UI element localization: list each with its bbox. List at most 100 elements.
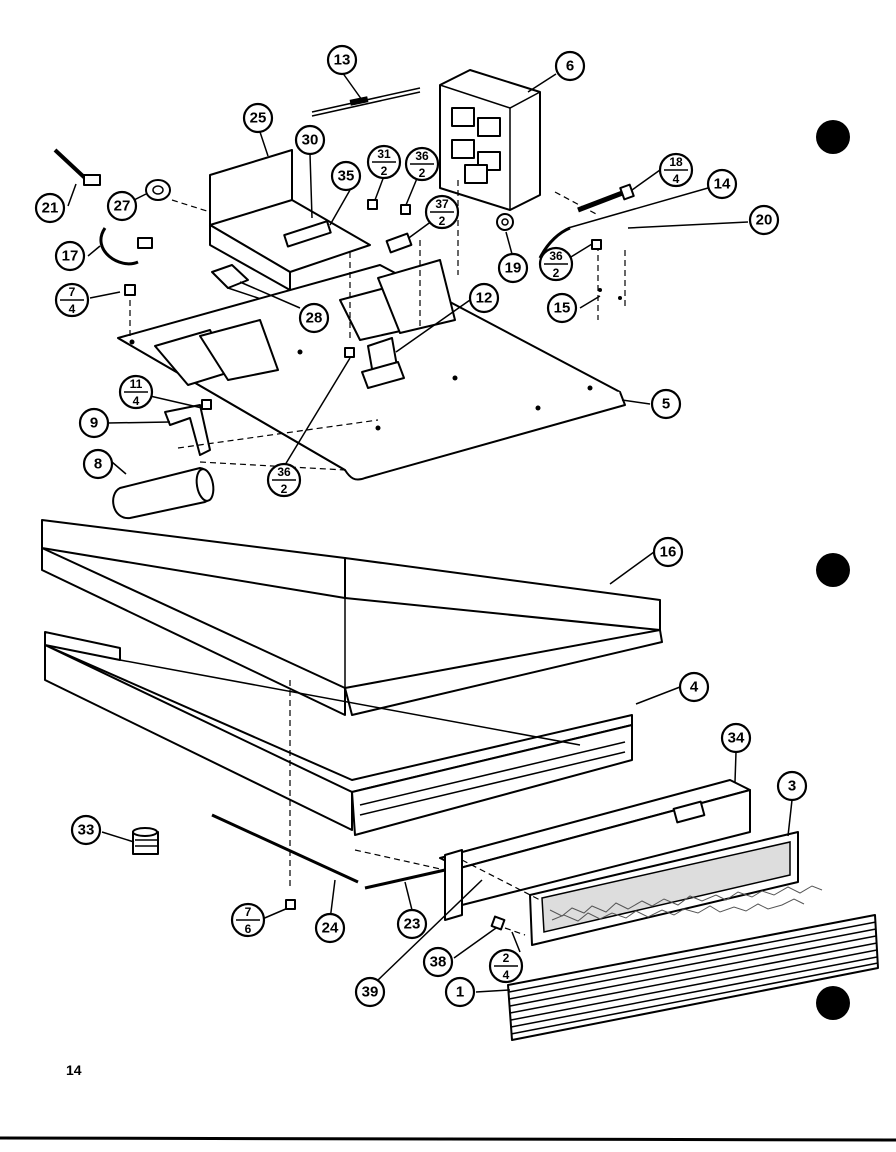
part-13-wire [311,87,421,117]
callout-24: 24 [314,912,346,944]
callout-38: 38 [422,946,454,978]
callout-33: 33 [70,814,102,846]
callout-2-4: 24 [488,948,524,984]
svg-text:36: 36 [277,465,291,479]
callout-18-4: 184 [658,152,694,188]
leader-lines [67,71,793,993]
svg-text:4: 4 [503,968,510,982]
svg-text:2: 2 [439,214,446,228]
svg-text:13: 13 [334,52,351,69]
callout-39: 39 [354,976,386,1008]
callout-36-2-b: 362 [538,246,574,282]
callout-16: 16 [652,536,684,568]
part-34-front-rail [439,779,751,921]
part-4-lower-tray [44,631,633,836]
callout-13: 13 [326,44,358,76]
svg-text:2: 2 [419,166,426,180]
svg-text:4: 4 [133,394,140,408]
alignment-lines [129,180,599,936]
part-17-harness [99,227,153,266]
callout-34: 34 [720,722,752,754]
svg-text:7: 7 [69,285,76,299]
svg-text:4: 4 [690,679,699,696]
part-5-base-plate [117,259,626,481]
svg-text:23: 23 [404,916,421,933]
svg-text:36: 36 [415,149,429,163]
callout-11-4: 114 [118,374,154,410]
callout-27: 27 [106,190,138,222]
callout-19: 19 [497,252,529,284]
svg-text:2: 2 [381,164,388,178]
svg-text:2: 2 [553,266,560,280]
part-38-fastener [490,915,506,931]
svg-text:25: 25 [250,110,267,127]
callout-9: 9 [78,407,110,439]
svg-text:2: 2 [503,951,510,965]
part-3-filter-frame [529,831,823,946]
callout-7-6: 76 [230,902,266,938]
callout-6: 6 [554,50,586,82]
callout-8: 8 [82,448,114,480]
svg-text:8: 8 [94,456,102,473]
svg-text:7: 7 [245,905,252,919]
svg-text:14: 14 [714,176,731,193]
part-8-capacitor [112,467,215,520]
callout-31-2: 312 [366,144,402,180]
screws [124,199,602,910]
callout-36-2-c: 362 [266,462,302,498]
svg-text:38: 38 [430,954,447,971]
part-24-rod [211,813,359,884]
part-25-bracket [209,149,371,291]
punch-hole-bottom [816,986,850,1020]
callout-37-2: 372 [424,194,460,230]
part-6-relay-block [439,69,541,211]
part-23-strip [364,868,446,890]
part-27-knob [145,179,171,201]
svg-text:36: 36 [549,249,563,263]
svg-text:21: 21 [42,200,59,217]
callout-20: 20 [748,204,780,236]
svg-text:9: 9 [90,415,98,432]
svg-text:2: 2 [281,482,288,496]
callout-23: 23 [396,908,428,940]
svg-text:27: 27 [114,198,131,215]
svg-text:39: 39 [362,984,379,1001]
part-12-bracket [361,337,405,389]
svg-text:5: 5 [662,396,670,413]
callout-1: 1 [444,976,476,1008]
svg-text:28: 28 [306,310,323,327]
svg-text:19: 19 [505,260,522,277]
punch-hole-middle [816,553,850,587]
callout-14: 14 [706,168,738,200]
svg-text:33: 33 [78,822,95,839]
callout-21: 21 [34,192,66,224]
callout-15: 15 [546,292,578,324]
svg-text:4: 4 [69,302,76,316]
svg-text:15: 15 [554,300,571,317]
svg-text:30: 30 [302,132,319,149]
part-21-lever [53,148,101,186]
callout-3: 3 [776,770,808,802]
callout-7-4: 74 [54,282,90,318]
svg-text:18: 18 [669,155,683,169]
svg-text:11: 11 [130,377,143,391]
scan-edge [0,1136,896,1142]
callout-36-2-a: 362 [404,146,440,182]
part-16-upper-frame [41,519,663,716]
callout-12: 12 [468,282,500,314]
callout-5: 5 [650,388,682,420]
part-9-strap [164,404,211,456]
svg-text:6: 6 [566,58,574,75]
part-15-mount [597,245,626,320]
punch-hole-top [816,120,850,154]
part-1-louvered-grille [507,914,879,1041]
svg-text:3: 3 [788,778,796,795]
part-33-plug [132,827,159,855]
svg-text:37: 37 [435,197,449,211]
part-19-washer [496,213,514,231]
svg-text:16: 16 [660,544,677,561]
svg-text:4: 4 [673,172,680,186]
svg-text:35: 35 [338,168,355,185]
svg-text:12: 12 [476,290,493,307]
